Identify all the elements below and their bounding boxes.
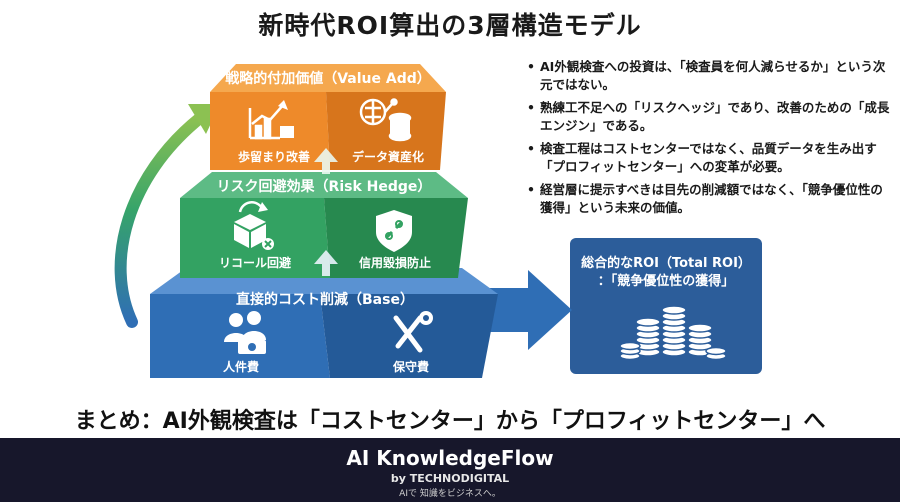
total-roi-title: 総合的なROI（Total ROI） bbox=[581, 256, 751, 271]
tier-risk-hedge-item-2-label: 信用毀損防止 bbox=[358, 256, 431, 270]
shield-broken-chain-icon bbox=[376, 210, 412, 252]
tier-base-title: 直接的コスト削減（Base） bbox=[236, 292, 414, 308]
footer-banner: AI KnowledgeFlow by TECHNODIGITAL AIで 知識… bbox=[0, 438, 900, 502]
coin-stacks-icon bbox=[619, 305, 727, 361]
recall-box-icon bbox=[234, 201, 274, 250]
page-title: 新時代ROI算出の3層構造モデル bbox=[258, 11, 642, 40]
tier-base-item-2-label: 保守費 bbox=[392, 360, 429, 374]
people-money-icon bbox=[224, 311, 266, 354]
footer-by: by TECHNODIGITAL bbox=[390, 472, 510, 485]
total-roi-box: 総合的なROI（Total ROI） ：「競争優位性の獲得」 bbox=[570, 238, 762, 374]
yield-improvement-chart-icon bbox=[248, 100, 294, 140]
up-arrow-lower bbox=[314, 250, 338, 276]
key-point-3: 検査工程はコストセンターではなく、品質データを生み出す「プロフィットセンター」へ… bbox=[526, 140, 894, 176]
roi-big-arrow bbox=[470, 270, 572, 350]
footer-tagline: AIで 知識をビジネスへ。 bbox=[399, 489, 501, 499]
tier-base-item-1-label: 人件費 bbox=[222, 360, 259, 374]
key-point-1: AI外観検査への投資は、「検査員を何人減らせるか」という次元ではない。 bbox=[526, 58, 894, 94]
key-point-4: 経営層に提示すべきは目先の削減額ではなく、「競争優位性の獲得」という未来の価値。 bbox=[526, 181, 894, 217]
summary-text: まとめ：AI外観検査は「コストセンター」から「プロフィットセンター」へ bbox=[74, 409, 826, 434]
key-points-list: AI外観検査への投資は、「検査員を何人減らせるか」という次元ではない。 熟練工不… bbox=[526, 58, 894, 222]
brain-database-icon bbox=[359, 98, 412, 142]
tier-value-add-title: 戦略的付加価値（Value Add） bbox=[225, 71, 431, 87]
footer-brand: AI KnowledgeFlow bbox=[346, 446, 554, 470]
wrench-gear-icon bbox=[393, 311, 433, 353]
tier-value-add-item-2-label: データ資産化 bbox=[351, 150, 424, 164]
tier-risk-hedge-title: リスク回避効果（Risk Hedge） bbox=[216, 179, 432, 195]
tier-value-add-item-1-label: 歩留まり改善 bbox=[237, 150, 310, 164]
total-roi-subtitle: ：「競争優位性の獲得」 bbox=[597, 274, 735, 289]
tier-risk-hedge-item-1-label: リコール回避 bbox=[218, 256, 291, 270]
key-point-2: 熟練工不足への「リスクヘッジ」であり、改善のための「成長エンジン」である。 bbox=[526, 99, 894, 135]
